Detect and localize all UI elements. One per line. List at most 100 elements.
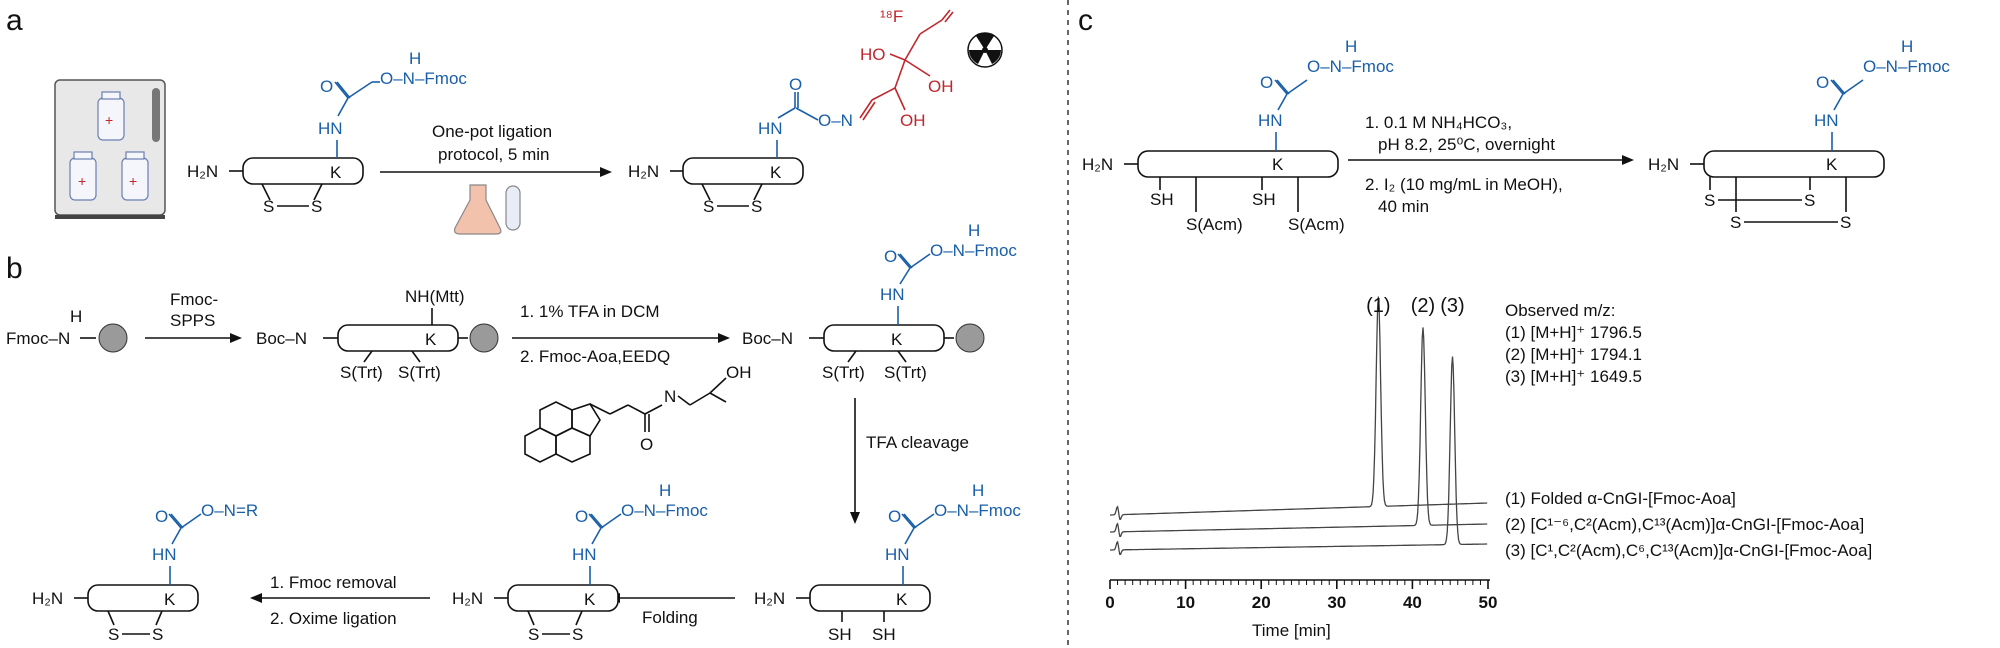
x-tick-label: 40 [1403, 593, 1422, 612]
amine-h: H [409, 49, 421, 68]
aoa-head: O–N–Fmoc [380, 69, 467, 88]
panel-label-a: a [6, 4, 23, 37]
radioactive-icon [967, 32, 1003, 68]
aoa-head: O–N–Fmoc [621, 501, 708, 520]
s-label: S [1704, 191, 1715, 210]
peak-labels: (1) (2)(3) [1366, 295, 1465, 317]
lys-label: K [1826, 155, 1838, 174]
observed-3: (3) [M+H]⁺ 1649.5 [1505, 367, 1642, 386]
peptide-a-start: H₂N K S S HN O O–N–Fmoc H [187, 49, 467, 216]
hn-label: HN [152, 545, 177, 564]
carbonyl-o: O [320, 77, 333, 96]
oxime-ligation-label: 2. Oxime ligation [270, 609, 397, 628]
s-label: S [1804, 191, 1815, 210]
x-ticks [1109, 580, 1489, 589]
oxime-o-n: O–N [818, 111, 853, 130]
boc-n-label: Boc–N [256, 329, 307, 348]
step1-line1: 1. 0.1 M NH₄HCO₃, [1365, 113, 1512, 132]
legend-3: (3) [C¹,C²(Acm),C⁶,C¹³(Acm)]α-CnGI-[Fmoc… [1505, 541, 1872, 560]
s-acm-label: S(Acm) [1186, 215, 1243, 234]
sh-label: SH [828, 625, 852, 644]
amine-h: H [1901, 37, 1913, 56]
s-label: S [152, 625, 163, 644]
peak-label-1: (1) [1366, 295, 1390, 317]
s-label: S [703, 197, 714, 216]
sh-label: SH [872, 625, 896, 644]
x-tick-label: 30 [1327, 593, 1346, 612]
step2-line1: 2. I₂ (10 mg/mL in MeOH), [1365, 175, 1563, 194]
s-label: S [108, 625, 119, 644]
x-tick-label: 50 [1479, 593, 1498, 612]
peak-label-2: (2) [1411, 295, 1435, 317]
amine-h: H [70, 307, 82, 326]
flask-icon [453, 184, 521, 235]
s-label: S [751, 197, 762, 216]
kit-icon: + + + [54, 79, 166, 219]
carbonyl-o: O [1816, 73, 1829, 92]
peak-label-3: (3) [1440, 295, 1464, 317]
carbonyl-o: O [1260, 73, 1273, 92]
hn-label: HN [572, 545, 597, 564]
resin-bead [469, 323, 499, 353]
hn-label: HN [1258, 111, 1283, 130]
lys-label: K [770, 163, 782, 182]
panel-a: + + + H₂N K S S HN O O–N–Fmoc H [54, 7, 1003, 235]
step-line1: One-pot ligation [432, 122, 552, 141]
x-tick-label: 20 [1252, 593, 1271, 612]
h2n-label: H₂N [1082, 155, 1113, 174]
h2n-label: H₂N [452, 589, 483, 608]
step-fmoc-aoa: 2. Fmoc-Aoa,EEDQ [520, 347, 670, 366]
reagent-nh: N [664, 387, 676, 406]
spps-line1: Fmoc- [170, 290, 218, 309]
x-axis-label: Time [min] [1252, 621, 1331, 640]
hn-label: HN [885, 545, 910, 564]
step-line2: protocol, 5 min [438, 145, 550, 164]
hn-label: HN [318, 119, 343, 138]
x-tick-label: 0 [1105, 593, 1114, 612]
trace-2 [1110, 327, 1488, 537]
carbonyl-o: O [575, 507, 588, 526]
fmoc-removal-label: 1. Fmoc removal [270, 573, 397, 592]
traces [1110, 296, 1488, 556]
legend-2: (2) [C¹⁻⁶,C²(Acm),C¹³(Acm)]α-CnGI-[Fmoc-… [1505, 515, 1864, 534]
boc-n-label: Boc–N [742, 329, 793, 348]
panel-b: Fmoc–N H Fmoc- SPPS Boc–N K NH(Mtt) S(Tr… [6, 221, 1021, 644]
lys-label: K [1272, 155, 1284, 174]
lys-label: K [584, 590, 596, 609]
trace-1 [1110, 296, 1488, 520]
reagent-oh: OH [726, 363, 752, 382]
sugar-oh-1: OH [928, 77, 954, 96]
aoa-head: O–N–Fmoc [934, 501, 1021, 520]
step-tfa-dcm: 1. 1% TFA in DCM [520, 302, 660, 321]
carbonyl-o: O [884, 247, 897, 266]
amine-h: H [1345, 37, 1357, 56]
fmoc-aoa-reagent: O N OH [524, 363, 752, 463]
amine-h: H [659, 481, 671, 500]
observed-2: (2) [M+H]⁺ 1794.1 [1505, 345, 1642, 364]
s-trt-label: S(Trt) [340, 363, 383, 382]
lys-label: K [330, 163, 342, 182]
h2n-label: H₂N [187, 162, 218, 181]
sugar-ho: HO [860, 45, 886, 64]
s-label: S [311, 197, 322, 216]
folding-label: Folding [642, 608, 698, 627]
sugar-f18: ¹⁸F [880, 7, 903, 26]
s-trt-label: S(Trt) [822, 363, 865, 382]
h2n-label: H₂N [1648, 155, 1679, 174]
s-label: S [1840, 213, 1851, 232]
s-label: S [263, 197, 274, 216]
panel-label-b: b [6, 252, 23, 285]
sh-label: SH [1252, 190, 1276, 209]
observed-title: Observed m/z: [1505, 301, 1616, 320]
s-label: S [528, 625, 539, 644]
aoa-head: O–N–Fmoc [1307, 57, 1394, 76]
hn-label: HN [880, 285, 905, 304]
s-label: S [572, 625, 583, 644]
fmoc-n-label: Fmoc–N [6, 329, 70, 348]
h2n-label: H₂N [32, 589, 63, 608]
panel-c: H₂N K SH S(Acm) SH S(Acm) HN O O–N–Fmoc … [1082, 37, 1950, 640]
s-acm-label: S(Acm) [1288, 215, 1345, 234]
amine-h: H [972, 481, 984, 500]
